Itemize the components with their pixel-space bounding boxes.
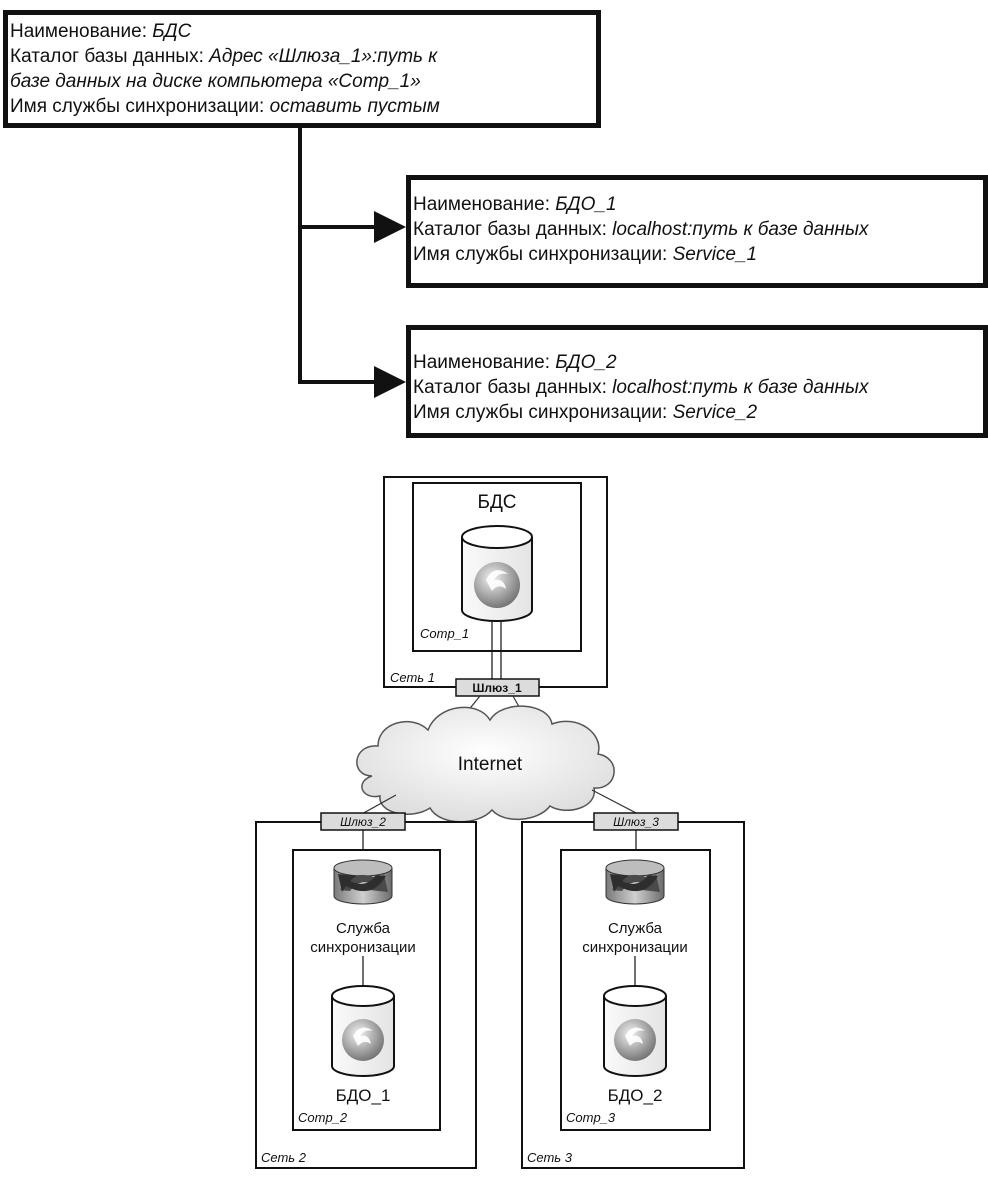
bds-config-box: Наименование: БДС Каталог базы данных: А… bbox=[3, 10, 601, 128]
sync-service-label-line1: Служба bbox=[608, 920, 663, 937]
net3-label: Сеть 3 bbox=[527, 1150, 573, 1165]
bdo2-db-label: БДО_2 bbox=[608, 1086, 663, 1105]
bds-catalog-row: Каталог базы данных: Адрес «Шлюза_1»:пут… bbox=[10, 46, 438, 67]
cloud-icon: Internet bbox=[356, 705, 615, 823]
bds-catalog-row-cont: базе данных на диске компьютера «Comp_1» bbox=[10, 71, 421, 92]
net2-label: Сеть 2 bbox=[261, 1150, 307, 1165]
config-connectors bbox=[298, 128, 406, 398]
sync-service-label-line1: Служба bbox=[336, 920, 391, 937]
bdo1-config-box: Наименование: БДО_1 Каталог базы данных:… bbox=[406, 175, 988, 288]
bdo2-name-row: Наименование: БДО_2 bbox=[413, 352, 617, 373]
internet-label: Internet bbox=[458, 754, 523, 775]
bdo1-catalog-row: Каталог базы данных: localhost:путь к ба… bbox=[413, 219, 869, 240]
net1-label: Сеть 1 bbox=[390, 670, 435, 685]
sync-service-icon bbox=[605, 859, 665, 905]
sync-service-label-line2: синхронизации bbox=[582, 939, 688, 956]
bds-service-row: Имя службы синхронизации: оставить пусты… bbox=[10, 96, 440, 117]
database-icon bbox=[461, 525, 533, 622]
network-2: Шлюз_2 Служба синхронизации БДО_1 Comp_2… bbox=[255, 812, 477, 1169]
comp2-label: Comp_2 bbox=[298, 1110, 348, 1125]
bdo1-service-row: Имя службы синхронизации: Service_1 bbox=[413, 244, 758, 265]
sync-service-label-line2: синхронизации bbox=[310, 939, 416, 956]
comp1-label: Comp_1 bbox=[420, 626, 469, 641]
bdo1-name-row: Наименование: БДО_1 bbox=[413, 194, 617, 215]
comp3-label: Comp_3 bbox=[566, 1110, 616, 1125]
bds-name-row: Наименование: БДС bbox=[10, 21, 192, 42]
gateway-2-label: Шлюз_2 bbox=[340, 815, 386, 829]
network-1: БДС Comp_1 Сеть 1 Шлюз_1 bbox=[383, 476, 608, 697]
database-icon bbox=[603, 985, 667, 1077]
firebird-logo-icon bbox=[342, 1019, 384, 1061]
bdo1-db-label: БДО_1 bbox=[336, 1086, 391, 1105]
gateway-1-label: Шлюз_1 bbox=[472, 681, 522, 695]
sync-service-icon bbox=[333, 859, 393, 905]
network-3: Шлюз_3 Служба синхронизации БДО_2 Comp_3… bbox=[521, 812, 745, 1169]
bds-title: БДС bbox=[477, 492, 516, 513]
firebird-logo-icon bbox=[614, 1019, 656, 1061]
database-icon bbox=[331, 985, 395, 1077]
bdo2-config-box: Наименование: БДО_2 Каталог базы данных:… bbox=[406, 325, 988, 438]
gateway-3-label: Шлюз_3 bbox=[613, 815, 659, 829]
bdo2-catalog-row: Каталог базы данных: localhost:путь к ба… bbox=[413, 377, 869, 398]
firebird-logo-icon bbox=[474, 562, 520, 608]
bdo2-service-row: Имя службы синхронизации: Service_2 bbox=[413, 402, 758, 423]
